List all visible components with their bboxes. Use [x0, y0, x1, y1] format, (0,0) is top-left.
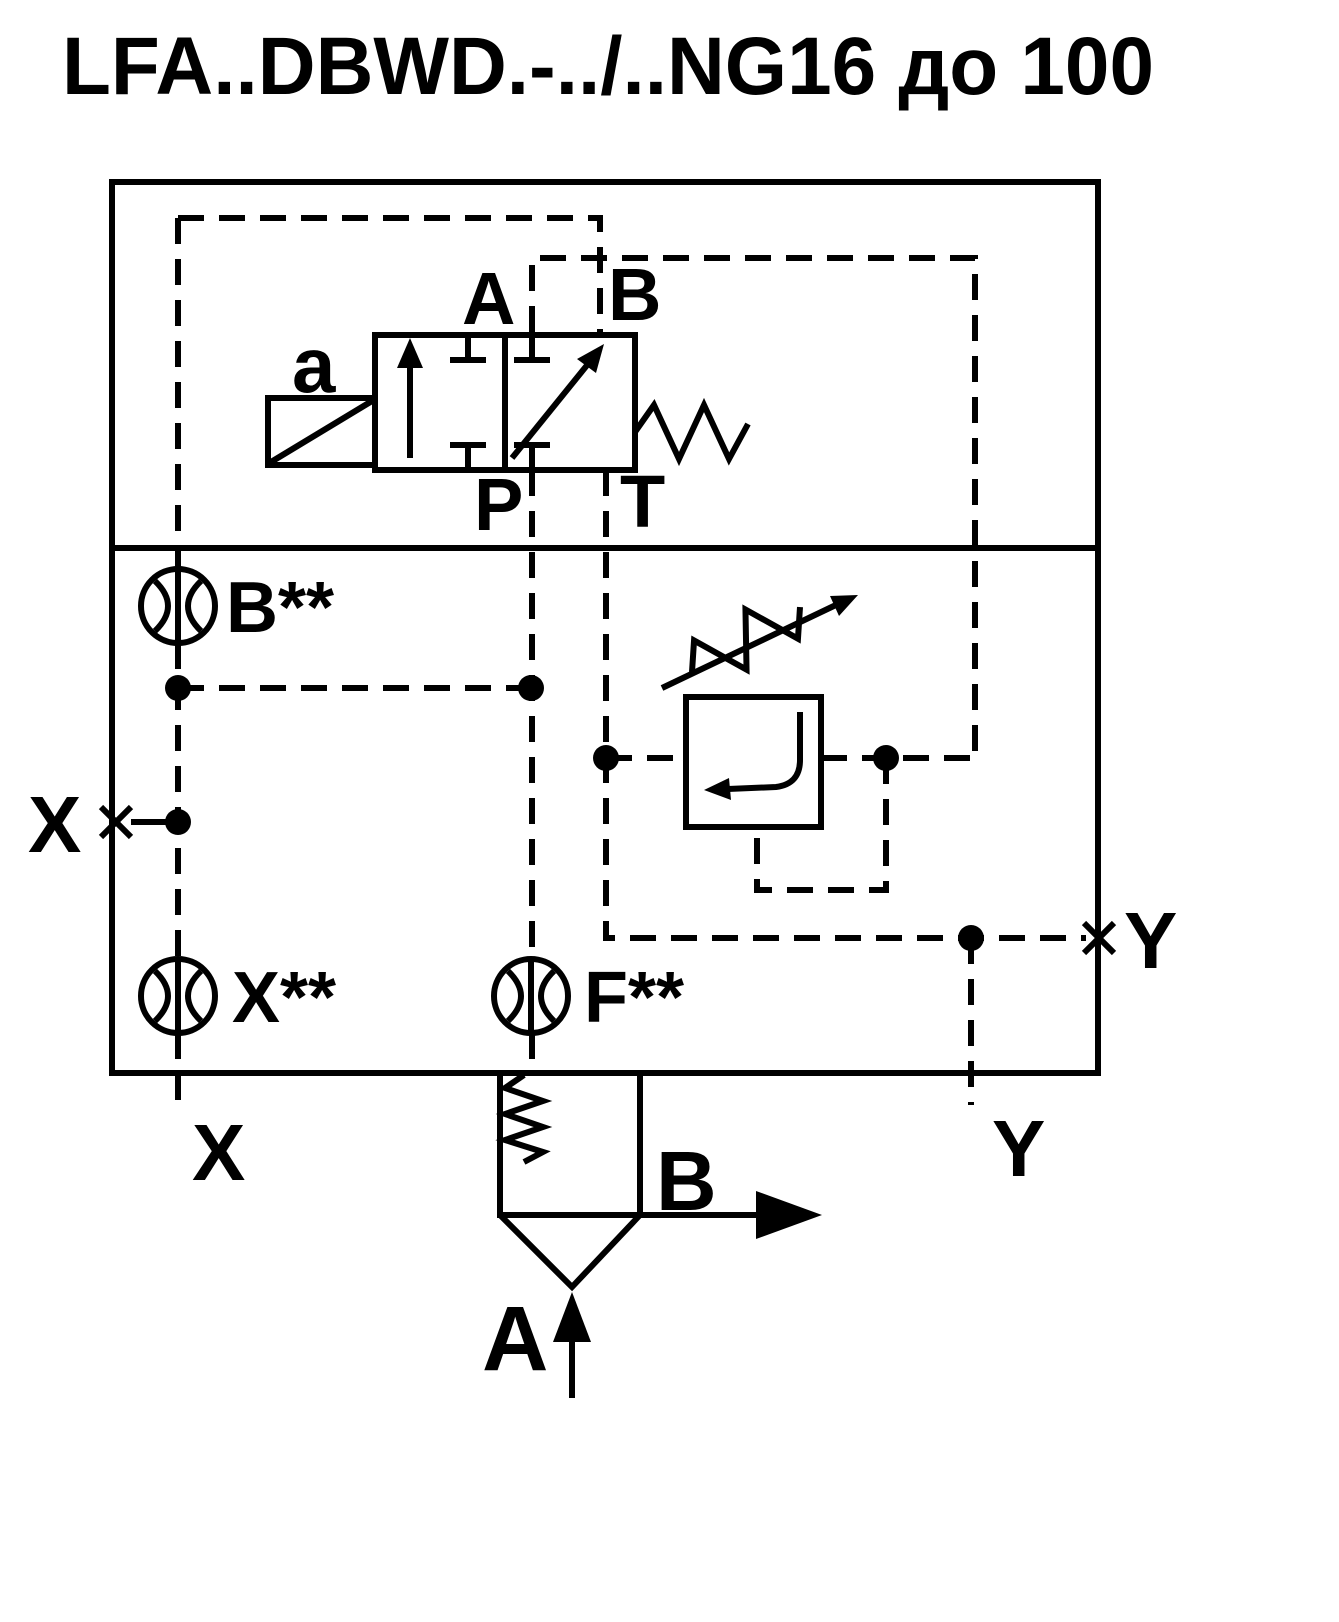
plugged-port-icon: [514, 442, 550, 470]
port-a-label: A: [462, 257, 515, 340]
junction-dot: [873, 745, 899, 771]
inlet-a-arrowhead-icon: [553, 1292, 591, 1342]
port-x-cross-icon: [98, 804, 166, 840]
crossed-flow-arrowhead-icon: [577, 344, 604, 373]
port-x-side-label: X: [28, 780, 81, 869]
pilot-relief-valve: [660, 595, 858, 830]
port-y-bottom-label: Y: [992, 1104, 1045, 1193]
cartridge-spring-icon: [495, 1072, 553, 1165]
junction-dot: [958, 925, 984, 951]
relief-adjust-arrowhead-icon: [830, 595, 858, 616]
junction-dot: [518, 675, 544, 701]
port-y-cross-icon: [1081, 920, 1117, 956]
main-inlet-a-label: A: [482, 1288, 548, 1390]
diagram-title: LFA..DBWD.-../..NG16 до 100: [62, 21, 1154, 112]
plugged-port-icon: [514, 335, 550, 363]
orifice-x-icon: [138, 956, 218, 1036]
plugged-port-icon: [450, 335, 486, 363]
orifice-f-icon: [491, 956, 571, 1036]
straight-flow-arrowhead-icon: [397, 338, 423, 368]
plugged-port-icon: [450, 442, 486, 470]
outlet-b-arrowhead-icon: [756, 1191, 822, 1239]
main-cartridge-valve: [495, 1070, 822, 1398]
pilot-line-t-to-y: [603, 470, 1086, 941]
orifice-f-label: F**: [584, 958, 684, 1038]
solenoid-diagonal: [269, 398, 374, 465]
port-y-side-label: Y: [1124, 896, 1177, 985]
return-spring-icon: [632, 397, 751, 467]
orifice-b-label: B**: [226, 568, 334, 648]
port-b-label: B: [608, 253, 661, 336]
port-t-label: T: [620, 460, 665, 543]
junction-dot: [593, 745, 619, 771]
main-outlet-b-label: B: [656, 1134, 717, 1228]
poppet-cone: [497, 1212, 643, 1292]
solenoid-label: a: [292, 321, 336, 409]
port-x-bottom-label: X: [192, 1108, 245, 1197]
diagram-labels: A B P T a B** X** F** X Y X Y B A: [28, 253, 1177, 1390]
orifice-x-label: X**: [232, 958, 336, 1038]
relief-spring-icon: [689, 604, 803, 675]
relief-flow-path: [727, 712, 803, 792]
valve-position-left-box: [372, 332, 508, 473]
relief-drain-loop-line: [754, 758, 889, 893]
junction-dot: [165, 675, 191, 701]
junction-dot: [165, 809, 191, 835]
diagram-linework: [98, 179, 1117, 1398]
relief-adjust-arrow: [660, 601, 840, 691]
valve-position-right-box: [502, 332, 638, 473]
relief-flow-arrowhead-icon: [704, 778, 731, 800]
port-p-label: P: [474, 463, 523, 546]
directional-valve: [265, 332, 751, 473]
pilot-line-a-remote: [529, 255, 978, 758]
orifice-b-icon: [138, 566, 218, 646]
pilot-line-to-port-b: [178, 215, 603, 332]
